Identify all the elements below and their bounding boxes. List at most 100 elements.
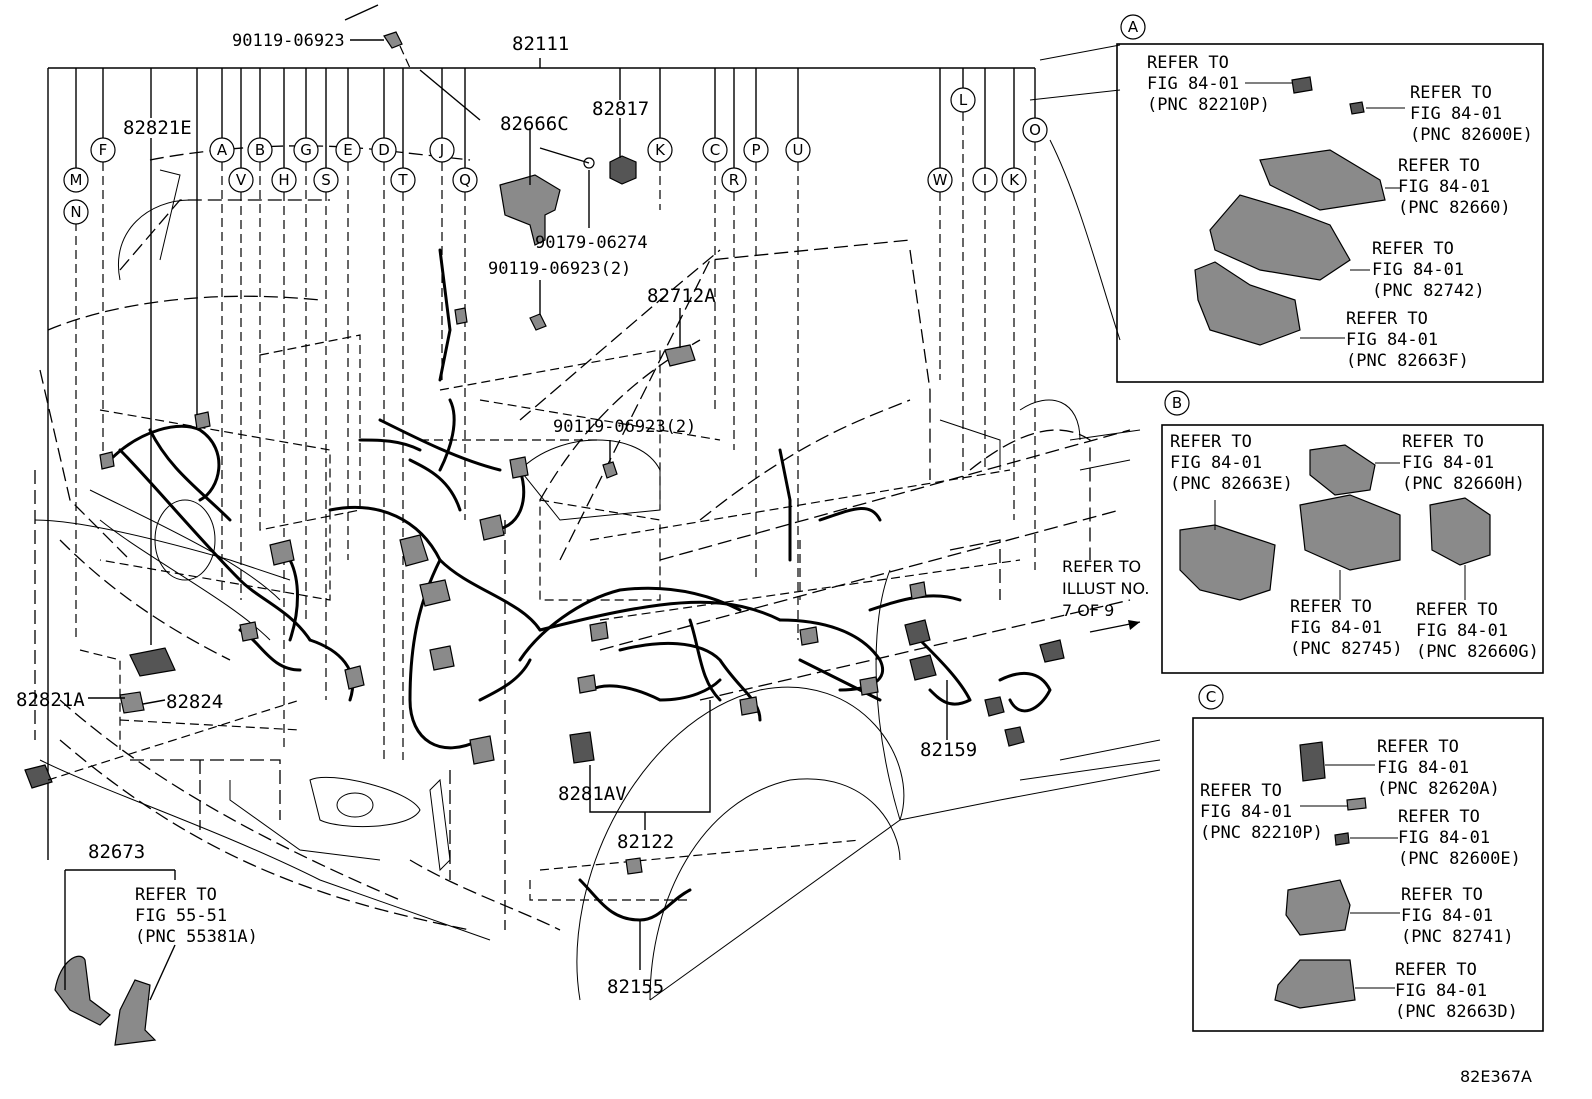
part-90119-06923-2b: 90119-06923(2) [553,417,696,437]
svg-text:T: T [397,171,408,189]
inset-b-label: B [1172,394,1182,412]
connector-k: K [647,137,673,163]
svg-text:FIG 55-51: FIG 55-51 [135,906,227,926]
svg-text:FIG 84-01: FIG 84-01 [1398,828,1490,848]
part-leaders [47,4,1141,1001]
svg-text:REFER TO: REFER TO [1200,781,1282,801]
svg-text:A: A [217,141,228,159]
connector-p: P [743,137,769,163]
connector-v: V [228,167,254,193]
svg-text:D: D [378,141,390,159]
connector-w: W [927,167,953,193]
svg-text:O: O [1029,121,1041,139]
svg-text:REFER TO: REFER TO [1170,432,1252,452]
svg-text:FIG 84-01: FIG 84-01 [1416,621,1508,641]
part-82155: 82155 [607,976,664,998]
svg-text:REFER TO: REFER TO [135,885,217,905]
part-90179-06274: 90179-06274 [535,233,648,253]
svg-text:V: V [236,171,247,189]
svg-text:(PNC 82745): (PNC 82745) [1290,639,1403,659]
svg-text:F: F [99,141,108,159]
svg-text:I: I [983,171,987,189]
svg-text:E: E [343,141,352,159]
svg-text:U: U [793,141,804,159]
connector-i: I [972,167,998,193]
svg-text:(PNC 82660): (PNC 82660) [1398,198,1511,218]
svg-text:REFER TO: REFER TO [1416,600,1498,620]
svg-text:N: N [70,203,81,221]
svg-text:J: J [439,141,444,159]
svg-text:FIG 84-01: FIG 84-01 [1398,177,1490,197]
svg-text:(PNC 82210P): (PNC 82210P) [1147,95,1270,115]
svg-text:(PNC 82663F): (PNC 82663F) [1346,351,1469,371]
part-82111: 82111 [512,33,569,55]
assembly-dashed-regions [79,334,1021,901]
connector-o: O [1022,117,1048,143]
svg-text:(PNC 82660H): (PNC 82660H) [1402,474,1525,494]
svg-text:M: M [70,171,83,189]
svg-text:REFER TO: REFER TO [1410,83,1492,103]
svg-text:G: G [300,141,312,159]
connector-c: C [702,137,728,163]
connector-n: N [63,199,89,225]
connector-g: G [293,137,319,163]
svg-text:REFER TO: REFER TO [1290,597,1372,617]
svg-text:(PNC 82600E): (PNC 82600E) [1410,125,1533,145]
part-82122: 82122 [617,831,674,853]
svg-text:K: K [1009,171,1020,189]
inset-c-label: C [1206,688,1216,706]
svg-text:R: R [729,171,739,189]
svg-text:FIG 84-01: FIG 84-01 [1372,260,1464,280]
part-82712a: 82712A [647,285,716,307]
svg-text:ILLUST NO.: ILLUST NO. [1062,579,1149,598]
leader-frame [47,58,1035,860]
svg-text:FIG 84-01: FIG 84-01 [1401,906,1493,926]
svg-text:REFER TO: REFER TO [1377,737,1459,757]
connector-e: E [335,137,361,163]
inset-b: B REFER TO FIG 84-01 (PNC 82663E) REFER … [1161,390,1544,674]
svg-text:(PNC 82210P): (PNC 82210P) [1200,823,1323,843]
svg-text:REFER TO: REFER TO [1398,156,1480,176]
connector-b: B [247,137,273,163]
svg-text:REFER TO: REFER TO [1398,807,1480,827]
svg-text:B: B [255,141,265,159]
svg-text:Q: Q [459,171,471,189]
connector-h: H [271,167,297,193]
svg-text:(PNC 82660G): (PNC 82660G) [1416,642,1539,662]
svg-text:FIG 84-01: FIG 84-01 [1395,981,1487,1001]
svg-text:REFER TO: REFER TO [1346,309,1428,329]
connector-j: J [429,137,455,163]
connector-u: U [785,137,811,163]
illustration-code: 82E367A [1460,1067,1532,1086]
svg-text:REFER TO: REFER TO [1062,557,1141,576]
svg-text:S: S [321,171,331,189]
svg-text:P: P [751,141,760,159]
harness-wires [108,248,1052,922]
connector-f: F [90,137,116,163]
svg-text:FIG 84-01: FIG 84-01 [1170,453,1262,473]
svg-text:(PNC 82600E): (PNC 82600E) [1398,849,1521,869]
part-90119-06923-top: 90119-06923 [232,31,345,51]
part-82673: 82673 [88,841,145,863]
svg-text:REFER TO: REFER TO [1372,239,1454,259]
part-82159: 82159 [920,739,977,761]
svg-text:W: W [933,171,948,189]
connector-k2: K [1001,167,1027,193]
svg-text:H: H [278,171,289,189]
part-82817: 82817 [592,98,649,120]
connector-circles: M N F A V B H G S E D T J Q K C R P U W … [63,87,1048,225]
connector-q: Q [452,167,478,193]
part-number-labels: 90119-06923 82111 82821E 82666C 82817 90… [16,31,977,998]
part-82824: 82824 [166,691,223,713]
part-8281av: 8281AV [558,783,627,805]
svg-text:(PNC 82620A): (PNC 82620A) [1377,779,1500,799]
svg-text:K: K [655,141,666,159]
svg-text:(PNC 82742): (PNC 82742) [1372,281,1485,301]
refer-fig-55-note: REFER TO FIG 55-51 (PNC 55381A) [135,885,258,947]
svg-text:C: C [710,141,720,159]
connector-t: T [390,167,416,193]
svg-text:FIG 84-01: FIG 84-01 [1200,802,1292,822]
svg-text:FIG 84-01: FIG 84-01 [1290,618,1382,638]
part-82821e: 82821E [123,117,192,139]
